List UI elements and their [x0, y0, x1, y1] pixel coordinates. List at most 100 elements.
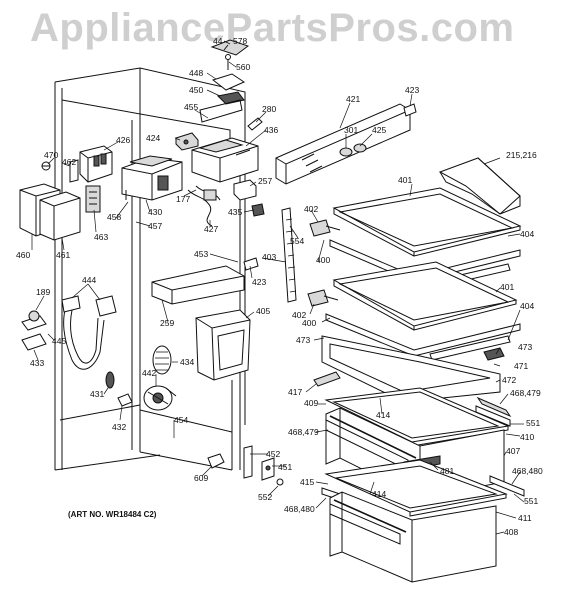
thermostat-424 [175, 132, 199, 151]
callout: 457 [148, 221, 162, 231]
callout: 473 [296, 335, 310, 345]
callout: 401 [398, 175, 412, 185]
callout: 403 [262, 252, 276, 262]
callout: 444 [82, 275, 96, 285]
callout: 460 [16, 250, 30, 260]
callout: 454 [174, 415, 188, 425]
clip-423 [243, 257, 259, 271]
light-switch-bracket [79, 145, 113, 183]
callout: 450 [189, 85, 203, 95]
callout: 411 [518, 513, 532, 523]
callout: 257 [258, 176, 272, 186]
callout: 453 [194, 249, 208, 259]
top-hinge-cap [199, 39, 250, 123]
crisper-cover-frame [313, 335, 505, 403]
wiring-harness [187, 179, 265, 227]
callout: 408 [504, 527, 518, 537]
callout: 442 [142, 368, 156, 378]
callout: 280 [262, 104, 276, 114]
callout: 560 [236, 62, 250, 72]
callout: 434 [180, 357, 194, 367]
lower-crisper-cover [324, 459, 508, 517]
callout: 472 [502, 375, 516, 385]
callout: 259 [160, 318, 174, 328]
callout: 445 [52, 336, 66, 346]
callout: 551 [524, 496, 538, 506]
air-duct [195, 309, 251, 381]
control-frame [275, 103, 411, 185]
callout: 400 [316, 255, 330, 265]
callout: 578 [233, 36, 247, 46]
callout: 402 [304, 204, 318, 214]
callout: 468,480 [284, 504, 315, 514]
callout: 432 [112, 422, 126, 432]
callout: 481 [440, 466, 454, 476]
callout: 455 [184, 102, 198, 112]
light-shield [19, 183, 101, 241]
light-housing [121, 155, 183, 201]
callout: 458 [107, 212, 121, 222]
callout: 427 [204, 224, 218, 234]
callout: 471 [514, 361, 528, 371]
callout: 424 [146, 133, 160, 143]
part-462 [69, 159, 79, 183]
callout: 177 [176, 194, 190, 204]
callout: 44 [213, 36, 223, 46]
callout: 448 [189, 68, 203, 78]
door-bin [438, 157, 521, 215]
callout: 415 [300, 477, 314, 487]
callout: 404 [520, 229, 534, 239]
callout: 423 [252, 277, 266, 287]
callout: 423 [405, 85, 419, 95]
callout: 421 [346, 94, 360, 104]
callout: 462 [62, 157, 76, 167]
callout: 301 [344, 125, 358, 135]
fan-motor [143, 385, 177, 411]
callout: 431 [90, 389, 104, 399]
watermark: AppliancePartsPros.com [30, 6, 515, 50]
callout: 473 [518, 342, 532, 352]
callout: 463 [94, 232, 108, 242]
callout: 215,216 [506, 150, 537, 160]
callout: 468,480 [512, 466, 543, 476]
callout: 430 [148, 207, 162, 217]
leader-lines [31, 40, 525, 535]
callout: 410 [520, 432, 534, 442]
callout: 405 [256, 306, 270, 316]
callout: 470 [44, 150, 58, 160]
callout: 414 [372, 489, 386, 499]
callout: 461 [56, 250, 70, 260]
callout: 609 [194, 473, 208, 483]
glass-shelf-lower [307, 261, 521, 361]
callout: 433 [30, 358, 44, 368]
cover-259 [151, 265, 245, 305]
callout: 400 [302, 318, 316, 328]
callout: 402 [292, 310, 306, 320]
callout: 401 [500, 282, 514, 292]
callout: 551 [526, 418, 540, 428]
crisper-drawer-lower [329, 491, 497, 583]
callout: 436 [264, 125, 278, 135]
callout-labels: 44 578 560 448 450 455 280 421 423 301 4… [16, 36, 543, 537]
part-431-432 [105, 371, 133, 407]
callout: 452 [266, 449, 280, 459]
callout: 414 [376, 410, 390, 420]
shelf-support-rail [281, 207, 297, 303]
vent-434 [152, 345, 172, 375]
callout: 554 [290, 236, 304, 246]
callout: 468,479 [510, 388, 541, 398]
callout: 409 [304, 398, 318, 408]
water-tubing-assembly [21, 295, 117, 370]
callout: 417 [288, 387, 302, 397]
callout: 426 [116, 135, 130, 145]
callout: 189 [36, 287, 50, 297]
damper-control-housing [191, 137, 259, 183]
callout: 451 [278, 462, 292, 472]
art-number: (ART NO. WR18484 C2) [68, 510, 157, 519]
callout: 468,479 [288, 427, 319, 437]
callout: 552 [258, 492, 272, 502]
callout: 435 [228, 207, 242, 217]
clip-423-top [403, 103, 417, 117]
